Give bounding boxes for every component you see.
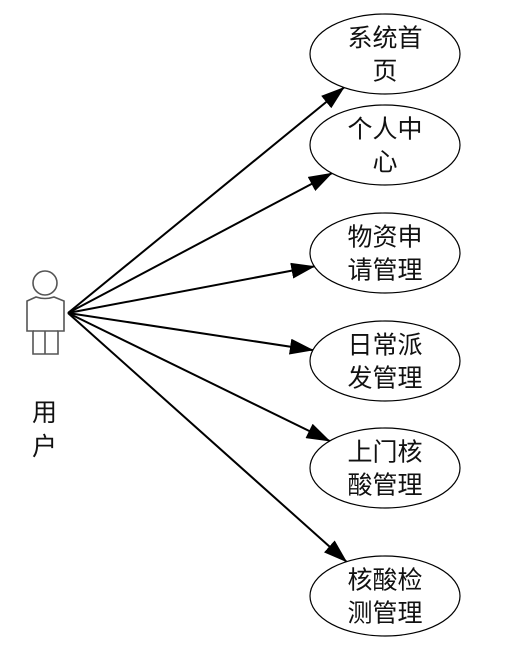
use-case-label-line: 个人中 [347, 115, 422, 144]
use-case-label-line: 系统首 [347, 24, 422, 53]
use-case-label-line: 日常派 [347, 331, 422, 360]
association-arrow-door-to-door-testing [67, 312, 331, 442]
use-case-door-to-door-testing: 上门核酸管理 [309, 427, 461, 509]
use-case-system-home: 系统首页 [309, 13, 461, 95]
use-case-ellipse [309, 555, 461, 637]
use-case-ellipse [309, 13, 461, 95]
use-case-label-line: 上门核 [347, 438, 422, 467]
association-arrow-nucleic-acid-testing [67, 312, 348, 563]
use-case-ellipse [309, 320, 461, 402]
use-case-label-line: 页 [372, 57, 397, 86]
use-case-label: 物资申请管理 [347, 223, 422, 285]
use-case-label: 日常派发管理 [347, 331, 422, 393]
association-arrow-daily-dispatch [67, 312, 314, 355]
use-case-label-line: 物资申 [347, 223, 422, 252]
use-case-label-line: 请管理 [347, 256, 422, 285]
use-case-label-line: 心 [372, 148, 397, 177]
use-case-label-line: 酸管理 [347, 471, 422, 500]
actor-label-line-1: 用户 [32, 398, 57, 461]
use-case-label: 个人中心 [347, 115, 422, 177]
person-icon [26, 270, 65, 355]
use-case-daily-dispatch: 日常派发管理 [309, 320, 461, 402]
actor-label-char: 户 [32, 432, 57, 461]
use-case-label-line: 发管理 [347, 364, 422, 393]
association-arrow-personal-center [67, 172, 333, 314]
use-case-label-line: 测管理 [347, 599, 422, 628]
actor-label-char: 用 [32, 398, 57, 427]
use-case-label: 上门核酸管理 [347, 438, 422, 500]
actor-user: 用户 [26, 270, 65, 461]
association-lines [67, 86, 348, 563]
use-case-ellipse [309, 427, 461, 509]
use-case-label: 系统首页 [347, 24, 422, 86]
use-case-ellipse [309, 212, 461, 294]
use-case-ellipse [309, 104, 461, 186]
association-arrow-material-application [67, 262, 316, 314]
use-case-material-application: 物资申请管理 [309, 212, 461, 294]
use-case-nucleic-acid-testing: 核酸检测管理 [309, 555, 461, 637]
use-case-label-line: 核酸检 [347, 566, 422, 595]
use-case-label: 核酸检测管理 [347, 566, 422, 628]
association-arrow-system-home [67, 86, 345, 314]
use-case-personal-center: 个人中心 [309, 104, 461, 186]
